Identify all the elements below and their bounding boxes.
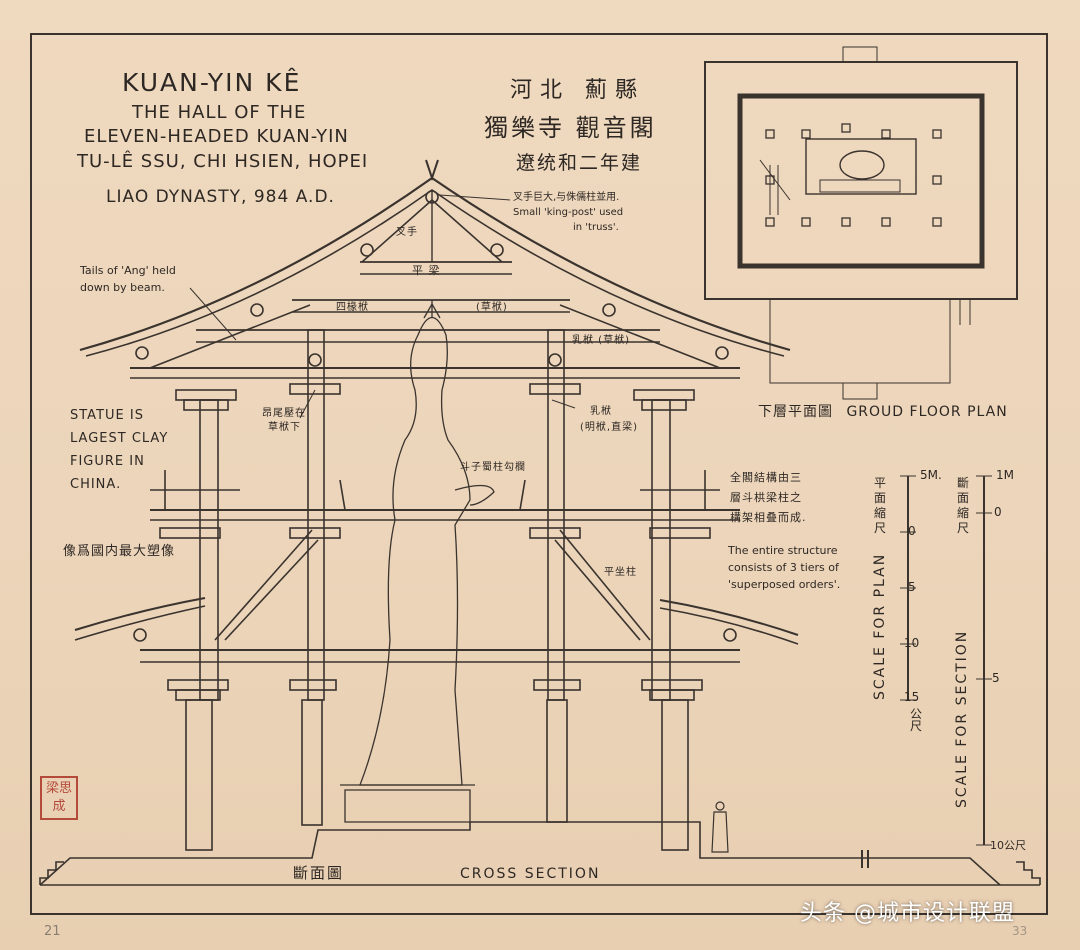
- chinese-title-line-2: 獨樂寺 觀音閣: [484, 114, 657, 142]
- scale-bars: [900, 475, 992, 846]
- scale-plan-tick-3: 10: [904, 636, 920, 650]
- note-ang: Tails of 'Ang' held down by beam.: [80, 262, 176, 296]
- title-line-4: TU-LÊ SSU, CHI HSIEN, HOPEI: [77, 151, 369, 172]
- note-king-line-1: Small 'king-post' used: [513, 207, 624, 218]
- note-king-cn: 叉手巨大,与侏儒柱並用.: [513, 192, 620, 203]
- plan-label: 下層平面圖 GROUD FLOOR PLAN: [758, 401, 1008, 421]
- label-rufu: 乳栿: [590, 406, 612, 417]
- note-structure-cn-1: 全閣結構由三: [730, 471, 802, 484]
- label-rufu-cao: 乳栿 (草栿): [572, 335, 630, 346]
- scale-plan-tick-4: 15: [904, 690, 920, 704]
- page-number: 21: [44, 924, 61, 939]
- label-pingzuo: 平坐柱: [604, 567, 637, 578]
- red-seal-stamp: 梁思成: [40, 776, 78, 820]
- note-structure-cn-2: 層斗栱梁柱之: [730, 491, 802, 504]
- label-dougong: 斗子蜀柱勾欄: [460, 462, 526, 473]
- note-statue-line-4: CHINA.: [70, 477, 122, 492]
- scale-section-tick-1: 0: [994, 505, 1002, 519]
- scale-section-tick-0: 1M: [996, 468, 1014, 482]
- title-line-1: KUAN-YIN KÊ: [122, 68, 302, 97]
- scale-plan-tick-1: 0: [908, 524, 916, 538]
- note-ang-line-1: Tails of 'Ang' held: [80, 264, 176, 277]
- chinese-title-line-1: 河北 薊縣: [510, 78, 645, 103]
- statue-drawing: [340, 300, 495, 823]
- note-king-line-2: in 'truss'.: [573, 222, 619, 233]
- label-chashou: 叉手: [396, 227, 418, 238]
- note-structure-cn-3: 構架相叠而成.: [730, 511, 807, 524]
- scale-plan-cn: 平面縮尺: [874, 476, 888, 535]
- label-ang-cn-2: 草栿下: [268, 422, 301, 433]
- note-structure-en: The entire structure consists of 3 tiers…: [728, 542, 840, 593]
- note-statue-line-2: LAGEST CLAY: [70, 431, 169, 446]
- podium-outline: [39, 821, 1001, 886]
- note-ang-line-2: down by beam.: [80, 281, 165, 294]
- scale-section-tick-2: 5: [992, 671, 1000, 685]
- scale-plan-unit: 公尺: [910, 707, 924, 733]
- title-line-2: THE HALL OF THE: [132, 102, 307, 123]
- section-label-en: CROSS SECTION: [460, 866, 601, 882]
- note-statue: STATUE IS LAGEST CLAY FIGURE IN CHINA.: [70, 404, 168, 496]
- note-structure-en-2: consists of 3 tiers of: [728, 561, 839, 574]
- plan-label-en: GROUD FLOOR PLAN: [846, 404, 1008, 420]
- watermark: 头条 @城市设计联盟: [800, 901, 1015, 926]
- scale-section-cn: 斷面縮尺: [957, 476, 971, 535]
- human-figure: [711, 801, 729, 853]
- left-outer-column: [185, 699, 213, 851]
- title-line-3: ELEVEN-HEADED KUAN-YIN: [84, 126, 349, 147]
- note-structure-en-1: The entire structure: [728, 544, 838, 557]
- label-caofu: (草栿): [476, 302, 508, 313]
- bracket-sets: [159, 383, 711, 701]
- purlins: [133, 190, 737, 642]
- note-structure-en-3: 'superposed orders'.: [728, 578, 841, 591]
- label-mingfu: (明栿,直梁): [580, 422, 638, 433]
- right-outer-column: [661, 699, 689, 851]
- label-pingliang: 平 梁: [412, 264, 441, 277]
- scale-section-title: SCALE FOR SECTION: [954, 629, 970, 808]
- page-number-right: 33: [1012, 924, 1028, 938]
- drawing-border: [30, 33, 1048, 915]
- section-label-cn: 斷面圖: [293, 864, 345, 882]
- plan-label-cn: 下層平面圖: [758, 404, 833, 420]
- note-structure-cn: 全閣結構由三 層斗栱梁柱之 構架相叠而成.: [730, 468, 807, 528]
- note-statue-line-1: STATUE IS: [70, 408, 144, 423]
- scale-plan-tick-2: 5: [908, 580, 916, 594]
- scale-plan-tick-0: 5M.: [920, 468, 942, 482]
- label-sichuanfu: 四椽栿: [336, 302, 369, 313]
- note-statue-line-3: FIGURE IN: [70, 454, 145, 469]
- title-line-5: LIAO DYNASTY, 984 A.D.: [106, 187, 335, 207]
- label-ang-cn-1: 昂尾壓在: [262, 408, 306, 419]
- floor-plan-drawing: [704, 46, 1018, 400]
- scale-section-tick-3: 10公尺: [990, 839, 1026, 852]
- note-statue-cn: 像爲國内最大塑像: [63, 544, 176, 559]
- note-king-post: 叉手巨大,与侏儒柱並用. Small 'king-post' used in '…: [513, 190, 623, 235]
- chinese-title-line-3: 遼统和二年建: [516, 152, 643, 174]
- scale-plan-title: SCALE FOR PLAN: [872, 552, 888, 700]
